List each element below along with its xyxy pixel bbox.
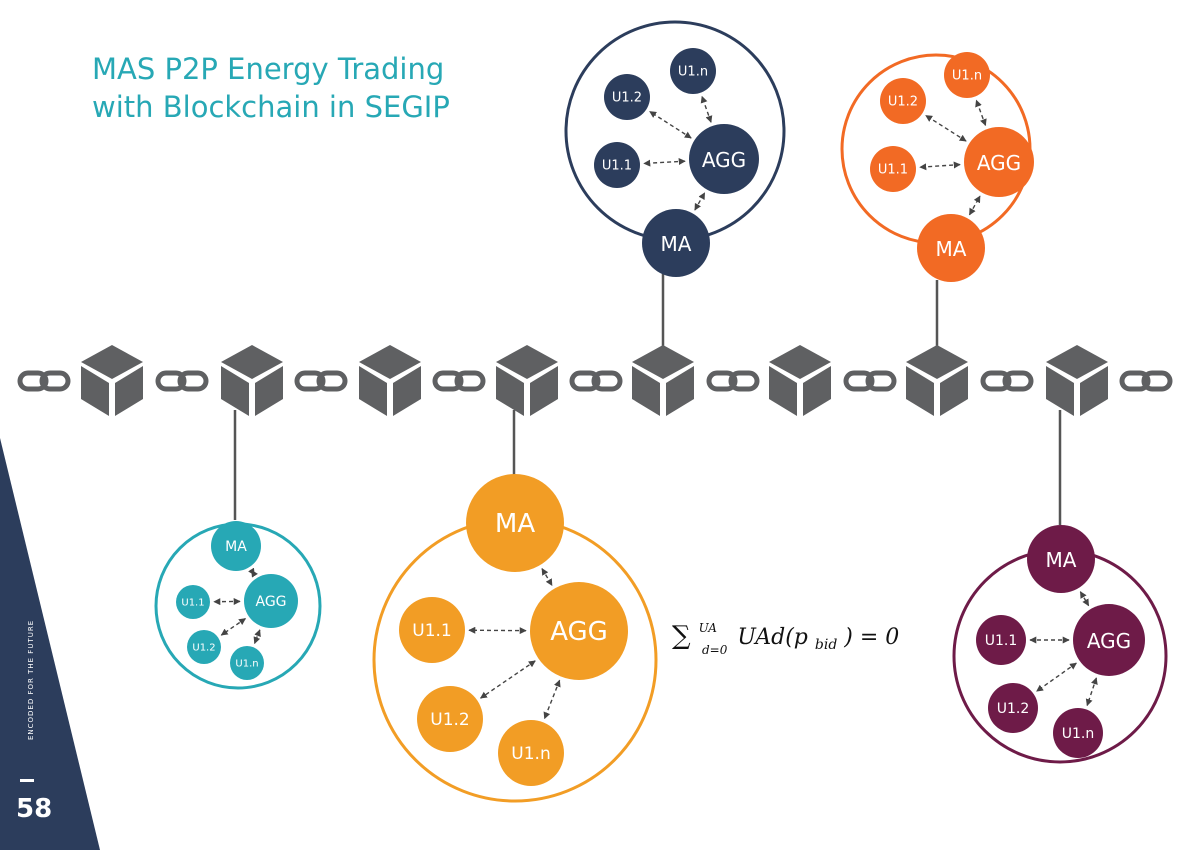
- balance-equation: ∑ UA d=0 UAd(p bid ) = 0: [672, 613, 899, 660]
- u1n-node-label: U1.n: [678, 65, 708, 80]
- chain-link-icon: [569, 370, 623, 392]
- agg-u1n-arrow: [253, 629, 261, 645]
- u11-node: U1.1: [594, 142, 640, 188]
- agg-node-label: AGG: [255, 594, 286, 610]
- u11-node: U1.1: [870, 146, 916, 192]
- u12-node: U1.2: [187, 630, 221, 664]
- corner-sidebar: [0, 438, 100, 850]
- u12-node: U1.2: [988, 683, 1038, 733]
- u11-node-label: U1.1: [181, 598, 204, 609]
- u12-node-label: U1.2: [888, 95, 918, 110]
- u1n-node-label: U1.n: [952, 69, 982, 84]
- ma-agg-arrow: [541, 567, 553, 587]
- u11-node-label: U1.1: [985, 633, 1018, 649]
- slide-title: MAS P2P Energy Trading with Blockchain i…: [92, 50, 450, 126]
- cluster-teal: MA AGG U1.1U1.2U1.n: [154, 521, 322, 690]
- chain-link-icon: [706, 370, 760, 392]
- chain-link-icon: [17, 370, 71, 392]
- ma-node-label: MA: [1046, 548, 1077, 572]
- agg-node: AGG: [244, 574, 298, 628]
- u12-node: U1.2: [417, 686, 483, 752]
- cluster-plum: MA AGG U1.1U1.2U1.n: [952, 525, 1168, 764]
- block-cube-icon: [1046, 345, 1108, 416]
- ma-node: MA: [211, 521, 261, 571]
- footer-tagline: ENCODED FOR THE FUTURE: [27, 619, 35, 740]
- agg-node-label: AGG: [550, 617, 608, 647]
- agg-node: AGG: [530, 582, 628, 680]
- agg-u12-arrow: [925, 114, 967, 142]
- u1n-node: U1.n: [230, 646, 264, 680]
- ma-node-label: MA: [495, 509, 535, 539]
- ma-agg-arrow: [968, 195, 981, 216]
- agg-u12-arrow: [220, 617, 247, 636]
- ma-node: MA: [1027, 525, 1095, 593]
- footer-divider: [20, 779, 34, 782]
- cluster-orange-red: MA AGG U1.1 U1.2 U1.n: [840, 52, 1034, 282]
- cluster-connectors: [233, 270, 1062, 525]
- agg-node-label: AGG: [977, 151, 1021, 175]
- agg-node-label: AGG: [1087, 629, 1131, 653]
- chain-link-icon: [980, 370, 1034, 392]
- cluster-amber: MA AGG U1.1U1.2U1.n: [372, 474, 658, 803]
- block-cube-icon: [359, 345, 421, 416]
- u11-node-label: U1.1: [878, 163, 908, 178]
- agg-node-label: AGG: [702, 148, 746, 172]
- u11-node: U1.1: [399, 597, 465, 663]
- ma-agg-arrow: [694, 192, 706, 211]
- ma-agg-arrow: [248, 567, 258, 578]
- u1n-node: U1.n: [670, 48, 716, 94]
- u1n-node: U1.n: [944, 52, 990, 98]
- block-cube-icon: [632, 345, 694, 416]
- title-line-1: MAS P2P Energy Trading: [92, 52, 445, 86]
- page-number: 58: [16, 794, 53, 824]
- block-cube-icon: [769, 345, 831, 416]
- agg-node: AGG: [1073, 604, 1145, 676]
- block-cube-icon: [496, 345, 558, 416]
- agg-u12-arrow: [1036, 662, 1077, 692]
- chain-link-icon: [294, 370, 348, 392]
- u12-node-label: U1.2: [430, 710, 469, 730]
- u1n-node-label: U1.n: [511, 744, 550, 764]
- ma-node-label: MA: [225, 539, 247, 555]
- agg-node: AGG: [689, 124, 759, 194]
- u1n-node: U1.n: [498, 720, 564, 786]
- agg-u12-arrow: [649, 110, 692, 139]
- blockchain: [17, 345, 1173, 416]
- block-cube-icon: [81, 345, 143, 416]
- ma-node: MA: [917, 214, 985, 282]
- u11-node-label: U1.1: [412, 621, 451, 641]
- u12-node-label: U1.2: [192, 643, 215, 654]
- u11-node-label: U1.1: [602, 159, 632, 174]
- u11-node: U1.1: [176, 585, 210, 619]
- title-line-2: with Blockchain in SEGIP: [92, 90, 450, 124]
- block-cube-icon: [221, 345, 283, 416]
- u12-node-label: U1.2: [997, 701, 1030, 717]
- chain-link-icon: [432, 370, 486, 392]
- u1n-node-label: U1.n: [1062, 726, 1094, 742]
- ma-node-label: MA: [936, 237, 967, 261]
- u1n-node-label: U1.n: [235, 659, 258, 670]
- agg-u1n-arrow: [975, 99, 987, 127]
- u11-node: U1.1: [976, 615, 1026, 665]
- ma-node: MA: [466, 474, 564, 572]
- chain-link-icon: [1119, 370, 1173, 392]
- agg-u1n-arrow: [1085, 677, 1098, 707]
- agg-node: AGG: [964, 127, 1034, 197]
- cluster-ring: [564, 20, 786, 242]
- chain-link-icon: [155, 370, 209, 392]
- ma-agg-arrow: [1079, 591, 1090, 607]
- chain-link-icon: [843, 370, 897, 392]
- ma-node: MA: [642, 209, 710, 277]
- agent-clusters: MAAGGU1.1U1.2U1.nMAAGGU1.1U1.2U1.nMAAGGU…: [154, 20, 1168, 803]
- ma-node-label: MA: [661, 232, 692, 256]
- cluster-navy: MA AGG U1.1 U1.2 U1.n: [564, 20, 786, 277]
- block-cube-icon: [906, 345, 968, 416]
- u12-node-label: U1.2: [612, 91, 642, 106]
- u1n-node: U1.n: [1053, 708, 1103, 758]
- agg-u1n-arrow: [700, 95, 713, 123]
- u12-node: U1.2: [604, 74, 650, 120]
- u12-node: U1.2: [880, 78, 926, 124]
